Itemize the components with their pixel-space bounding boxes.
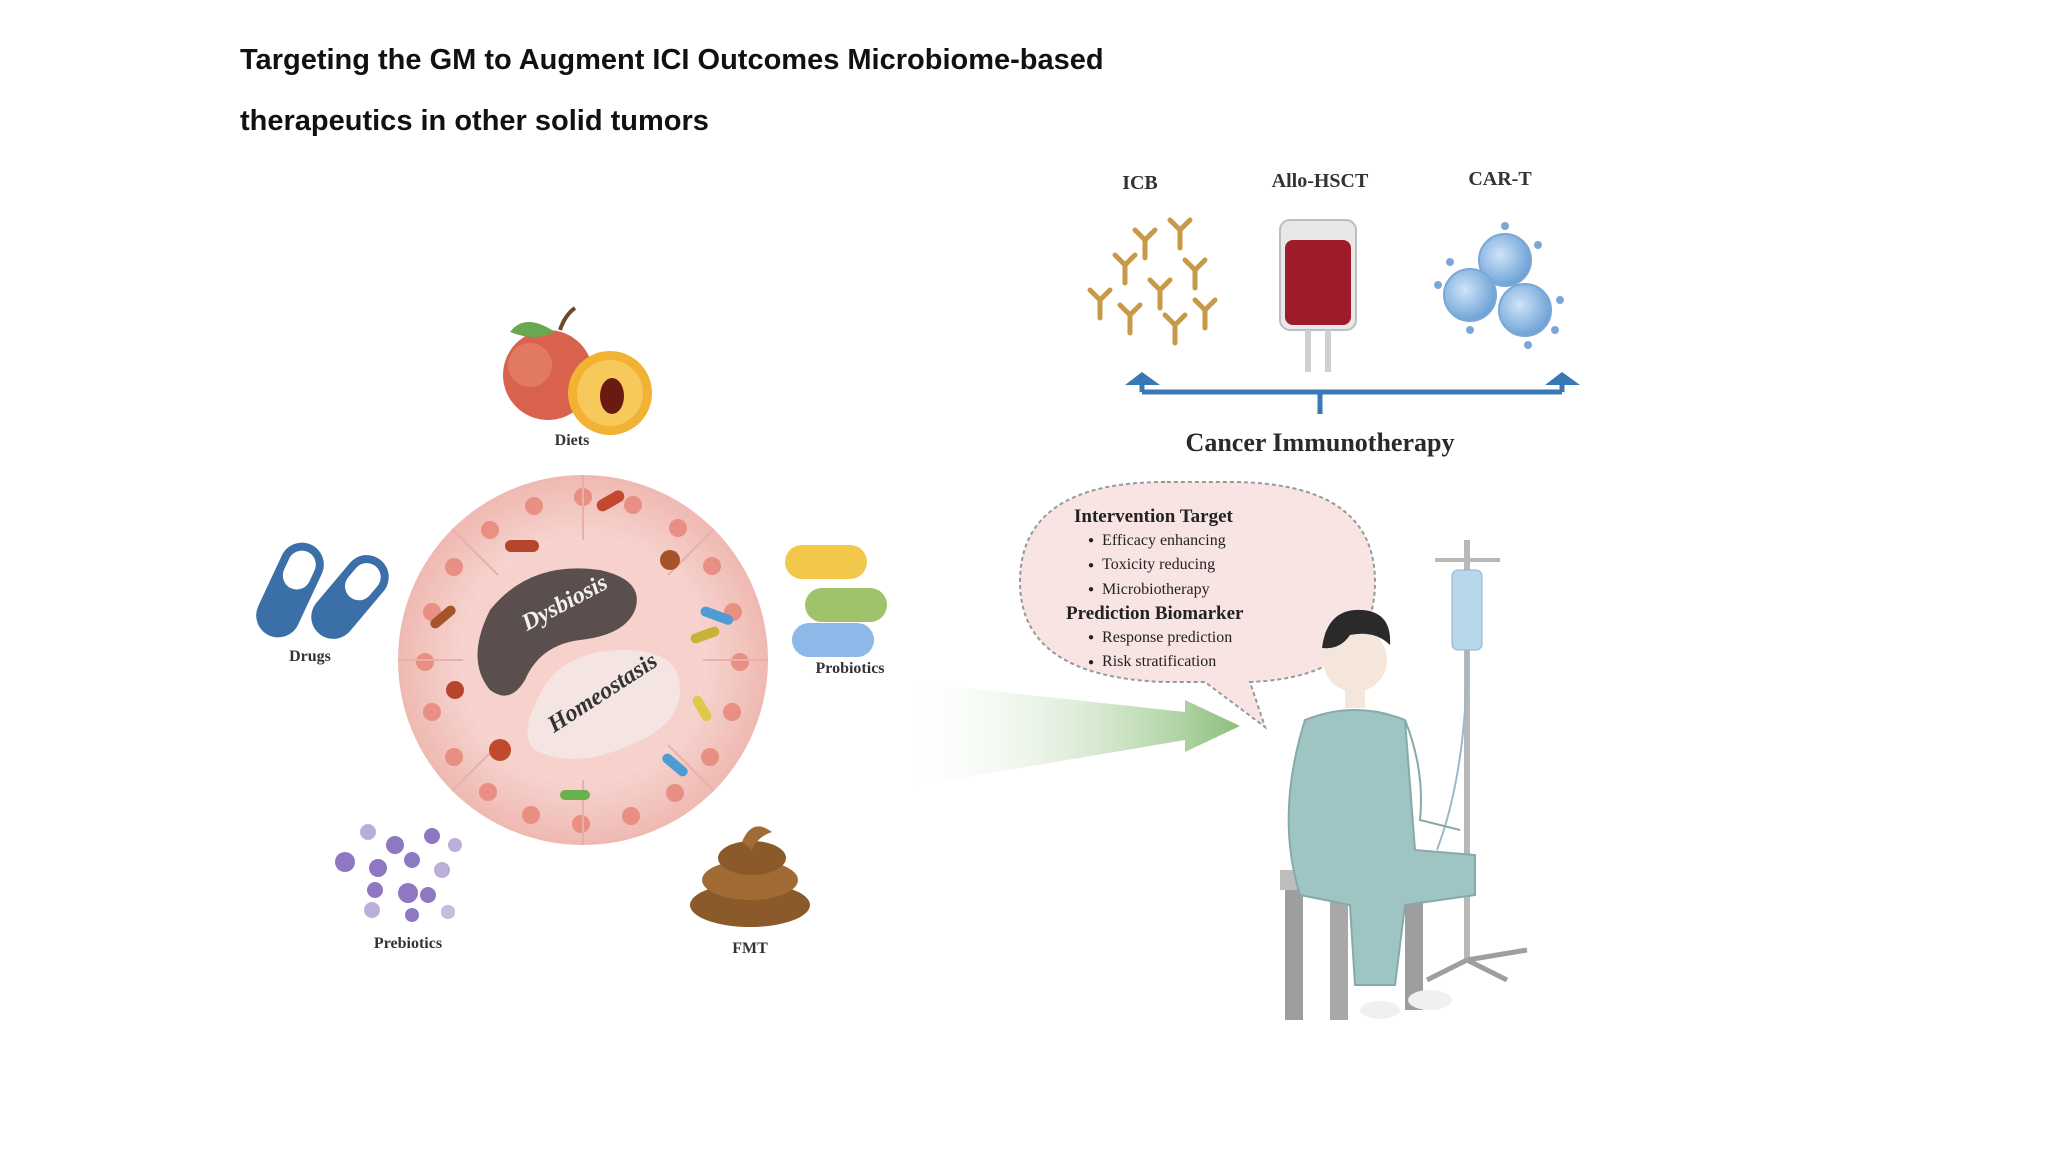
title-line-1: Targeting the GM to Augment ICI Outcomes…: [240, 44, 1104, 76]
bubble-item: Efficacy enhancing: [1088, 529, 1320, 553]
iv-stand-icon: [1425, 540, 1528, 983]
cancer-immunotherapy-label: Cancer Immunotherapy: [1185, 428, 1455, 457]
car-t-label: CAR-T: [1468, 168, 1532, 190]
therapy-bracket: [1139, 380, 1565, 414]
bubble-item: Response prediction: [1088, 626, 1320, 650]
diets-label: Diets: [554, 432, 590, 449]
green-arrow: [890, 680, 1240, 790]
pill-icon: [256, 542, 389, 639]
antibody-icon: [1087, 217, 1218, 346]
t-cell-icon: [1434, 222, 1564, 349]
allo-hsct-label: Allo-HSCT: [1271, 170, 1369, 192]
prediction-biomarker-heading: Prediction Biomarker: [1066, 602, 1244, 624]
peach-icon: [503, 306, 652, 435]
icb-label: ICB: [1122, 172, 1158, 194]
probiotic-capsules-icon: [785, 545, 887, 657]
bacteria-cluster: [430, 490, 734, 800]
bubble-item: Microbiotherapy: [1088, 578, 1320, 602]
prebiotic-particles-icon: [335, 824, 462, 922]
probiotics-label: Probiotics: [815, 660, 885, 677]
stool-icon: [690, 826, 810, 927]
prebiotics-label: Prebiotics: [373, 935, 443, 952]
slide-title: Targeting the GM to Augment ICI Outcomes…: [240, 30, 1240, 152]
intervention-target-heading: Intervention Target: [1074, 506, 1233, 527]
bubble-content: Intervention Target Efficacy enhancing T…: [1040, 505, 1320, 675]
fmt-label: FMT: [732, 940, 768, 957]
title-line-2: therapeutics in other solid tumors: [240, 105, 709, 137]
blood-bag-icon: [1279, 219, 1357, 372]
bubble-item: Toxicity reducing: [1088, 553, 1320, 577]
bubble-item: Risk stratification: [1088, 650, 1320, 674]
gut-ring: [398, 475, 768, 845]
patient-icon: [1280, 609, 1476, 1020]
drugs-label: Drugs: [289, 648, 331, 665]
